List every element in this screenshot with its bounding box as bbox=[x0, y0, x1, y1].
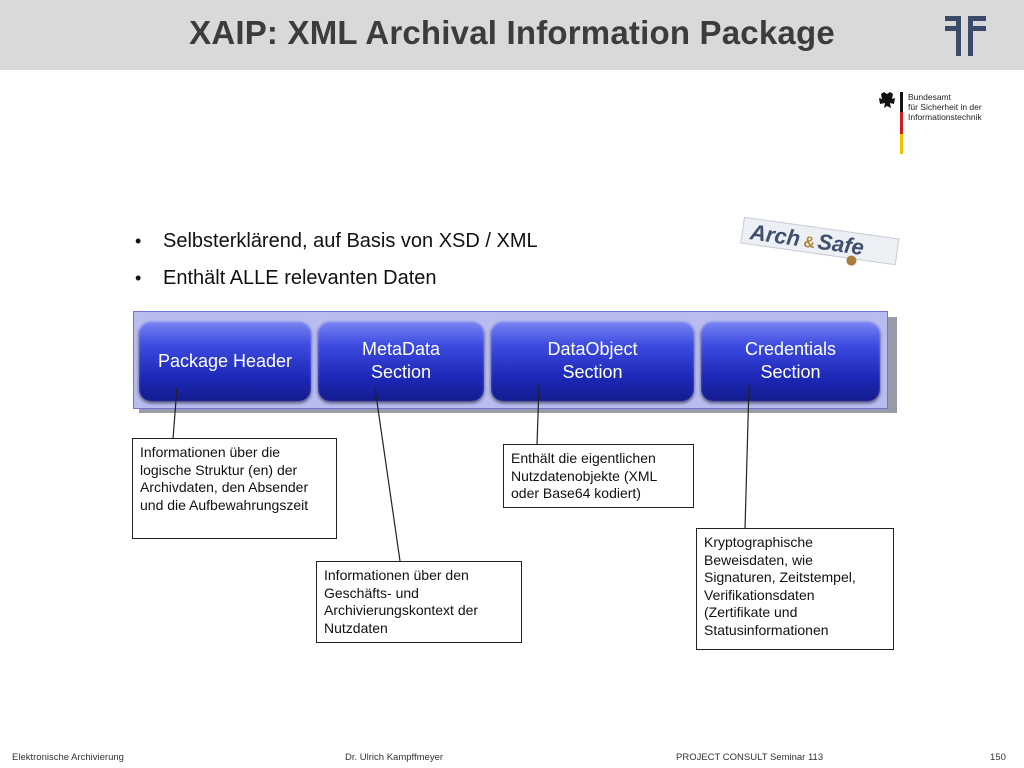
archsafe-logo-icon: Arch & Safe bbox=[740, 216, 900, 266]
bullet-item: Selbsterklärend, auf Basis von XSD / XML bbox=[133, 226, 538, 263]
bsi-text: Bundesamt für Sicherheit in der Informat… bbox=[908, 92, 982, 122]
bullet-list: Selbsterklärend, auf Basis von XSD / XML… bbox=[133, 226, 538, 300]
page-number: 150 bbox=[990, 752, 1006, 763]
archsafe-text-and: & bbox=[802, 234, 816, 253]
bsi-line-3: Informationstechnik bbox=[908, 112, 982, 122]
federal-eagle-icon bbox=[879, 92, 903, 154]
package-header-note: Informationen über die logische Struktur… bbox=[132, 438, 337, 539]
project-consult-logo-icon bbox=[945, 16, 986, 56]
bsi-line-2: für Sicherheit in der bbox=[908, 102, 982, 112]
bsi-logo: Bundesamt für Sicherheit in der Informat… bbox=[874, 88, 1014, 158]
title-bar bbox=[0, 0, 1024, 70]
footer-center: Dr. Ulrich Kampffmeyer bbox=[345, 752, 444, 763]
footer-left: Elektronische Archivierung bbox=[12, 752, 124, 763]
credentials-section-block: Credentials Section bbox=[701, 321, 880, 401]
block-label: Credentials Section bbox=[744, 339, 837, 382]
connector-line bbox=[374, 387, 401, 562]
credentials-note: Kryptographische Beweisdaten, wie Signat… bbox=[696, 528, 894, 650]
metadata-note: Informationen über den Geschäfts- und Ar… bbox=[316, 561, 522, 643]
bsi-line-1: Bundesamt bbox=[908, 92, 951, 102]
block-label: DataObject Section bbox=[547, 339, 638, 382]
block-label: MetaData Section bbox=[361, 339, 441, 382]
archsafe-text-safe: Safe bbox=[816, 229, 866, 260]
bullet-item: Enthält ALLE relevanten Daten bbox=[133, 263, 538, 300]
slide-title: XAIP: XML Archival Information Package bbox=[189, 14, 835, 51]
package-header-block: Package Header bbox=[139, 321, 311, 401]
dataobject-section-block: DataObject Section bbox=[491, 321, 694, 401]
block-label: Package Header bbox=[157, 350, 293, 371]
metadata-section-block: MetaData Section bbox=[318, 321, 484, 401]
dataobject-note: Enthält die eigentlichen Nutzdatenobjekt… bbox=[503, 444, 694, 508]
footer-right: PROJECT CONSULT Seminar 113 bbox=[676, 752, 824, 763]
